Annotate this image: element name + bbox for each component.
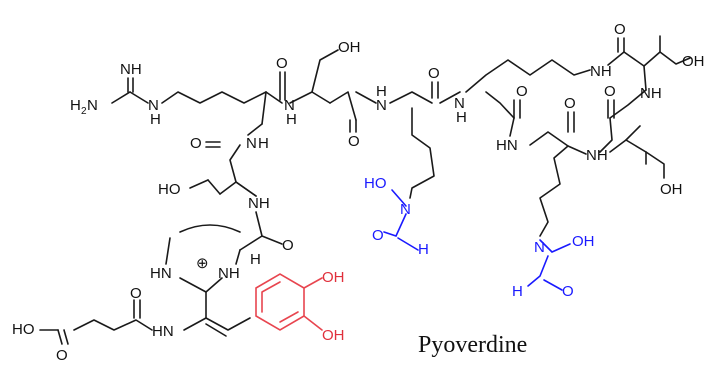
atom-labels: NH H 2 N N H O OH N H O H N O N H NH O O…: [12, 21, 705, 364]
arg-h-label: H: [150, 111, 161, 128]
lys-nh-label: NH: [590, 63, 612, 80]
nh-amide2-n-label: N: [246, 135, 257, 152]
catechol-labels: OH OH: [322, 269, 345, 344]
succinyl-hn-label: HN: [152, 323, 174, 340]
amide-o6-label: O: [516, 83, 528, 100]
thr-nh-label: NH: [640, 85, 662, 102]
ser-o-label: O: [564, 95, 576, 112]
amide-o8-label: O: [282, 237, 294, 254]
ser2-nh-label: NH: [248, 195, 270, 212]
nh-amide2-h-label: H: [258, 135, 269, 152]
acid-ho-label: HO: [12, 321, 35, 338]
acid-o-label: O: [56, 347, 68, 364]
hydrox2-h-label: H: [512, 283, 523, 300]
ser-nh-label: NH: [586, 147, 608, 164]
hydrox1-ho-label: HO: [364, 175, 387, 192]
amide-h3-label: H: [456, 109, 467, 126]
thr-oh2-label: OH: [660, 181, 683, 198]
catechol-ring: [255, 273, 323, 331]
compound-name: Pyoverdine: [418, 332, 527, 358]
plus-charge-label: ⊕: [196, 255, 209, 272]
amide-o2-label: O: [348, 133, 360, 150]
hydrox1-n-label: N: [400, 201, 411, 218]
backbone-bonds: [39, 35, 691, 345]
amide-o1-label: O: [276, 55, 288, 72]
hydrox2-n-label: N: [534, 239, 545, 256]
hydrox1-o-label: O: [372, 227, 384, 244]
amide-o7-label: O: [190, 135, 202, 152]
hydroxamate-labels: HO N O H N OH H O: [364, 175, 595, 300]
hn-amide-label: HN: [496, 137, 518, 154]
catechol-oh1-label: OH: [322, 269, 345, 286]
amide-n2-label: N: [376, 97, 387, 114]
amide-o5-label: O: [604, 83, 616, 100]
ring-hn-label: HN: [150, 265, 172, 282]
catechol-oh2-label: OH: [322, 327, 345, 344]
amide-o3-label: O: [428, 65, 440, 82]
ring-h-label: H: [250, 251, 261, 268]
amide-n3-label: N: [454, 95, 465, 112]
ser1-oh-label: OH: [338, 39, 361, 56]
amide-o4-label: O: [614, 21, 626, 38]
amine-n-label: N: [87, 97, 98, 114]
arg-n-label: N: [148, 97, 159, 114]
hydrox2-oh-label: OH: [572, 233, 595, 250]
ring-nh-label: NH: [218, 265, 240, 282]
hydrox2-o-label: O: [562, 283, 574, 300]
hydroxamate-bonds: [383, 189, 571, 291]
amide-n1-label: N: [284, 97, 295, 114]
amine-sub-label: 2: [81, 106, 87, 117]
amide-h1-label: H: [286, 111, 297, 128]
hydrox1-h-label: H: [418, 241, 429, 258]
imine-nh-label: NH: [120, 61, 142, 78]
amine-h-label: H: [70, 97, 81, 114]
succinyl-o-label: O: [130, 285, 142, 302]
amide-h2-label: H: [376, 83, 387, 100]
ser2-ho-label: HO: [158, 181, 181, 198]
thr-oh1-label: OH: [682, 53, 705, 70]
